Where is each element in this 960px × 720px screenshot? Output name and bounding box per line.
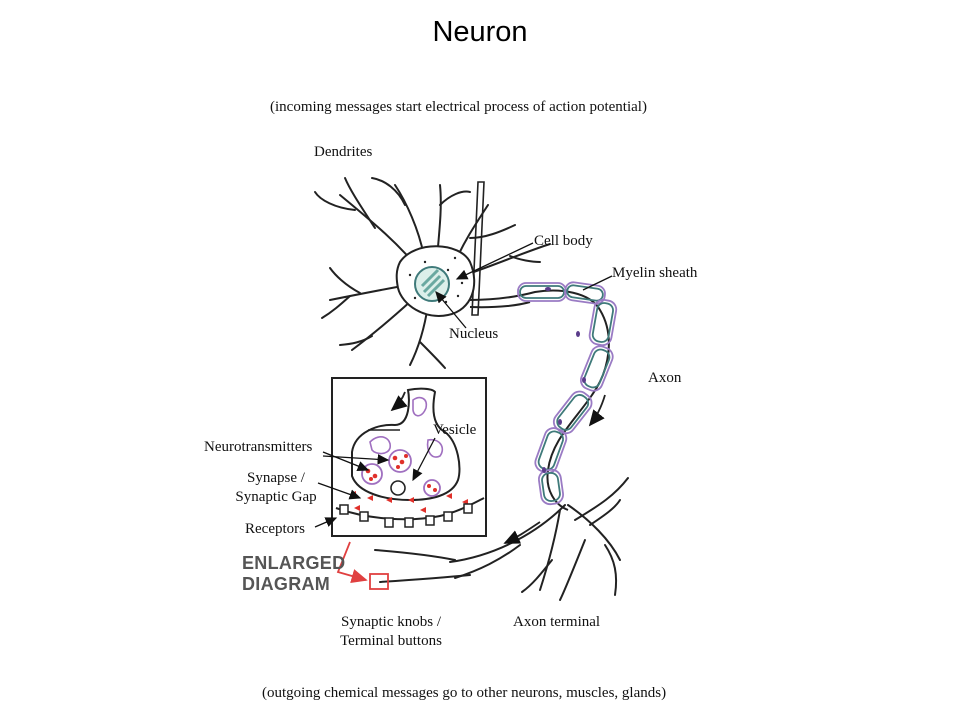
vesicle-outline-top bbox=[412, 396, 428, 417]
label-synaptic-knobs-line2: Terminal buttons bbox=[340, 633, 442, 649]
label-pointers bbox=[314, 242, 613, 528]
label-neurotransmitters: Neurotransmitters bbox=[204, 439, 313, 455]
caption-top: (incoming messages start electrical proc… bbox=[270, 99, 647, 115]
label-synapse: Synapse / Synaptic Gap bbox=[226, 469, 326, 507]
diagram-title: Neuron bbox=[432, 16, 528, 48]
label-enlarged-diagram: ENLARGED DIAGRAM bbox=[242, 553, 345, 595]
receptor-shapes bbox=[339, 503, 473, 528]
label-myelin-sheath: Myelin sheath bbox=[612, 265, 698, 281]
dendrite-stem bbox=[471, 181, 485, 316]
enlarged-region-marker bbox=[369, 573, 389, 590]
neurotransmitter-dots bbox=[365, 454, 437, 492]
label-enlarged-line1: ENLARGED bbox=[242, 553, 346, 573]
nucleus-hatch bbox=[420, 268, 446, 298]
vesicle-outline-left bbox=[369, 436, 391, 455]
label-receptors: Receptors bbox=[245, 521, 305, 537]
vesicle-outline-right bbox=[426, 438, 444, 458]
axon-line-lower bbox=[469, 301, 531, 309]
caption-bottom: (outgoing chemical messages go to other … bbox=[262, 685, 667, 701]
label-cell-body: Cell body bbox=[534, 233, 593, 249]
label-nucleus: Nucleus bbox=[449, 326, 499, 342]
label-synapse-line2: Synaptic Gap bbox=[235, 489, 317, 505]
schwann-nuclei bbox=[542, 287, 586, 473]
label-vesicle: Vesicle bbox=[433, 422, 477, 438]
label-synaptic-knobs-line1: Synaptic knobs / bbox=[341, 614, 441, 630]
label-axon-terminal: Axon terminal bbox=[513, 614, 601, 630]
enlarged-callout-arrow bbox=[336, 541, 368, 583]
label-enlarged-line2: DIAGRAM bbox=[242, 574, 331, 594]
label-synapse-line1: Synapse / bbox=[247, 470, 305, 486]
flow-arrows bbox=[390, 391, 606, 544]
label-axon: Axon bbox=[648, 370, 682, 386]
label-synaptic-knobs: Synaptic knobs / Terminal buttons bbox=[328, 613, 454, 651]
axon-terminal-branches bbox=[374, 477, 629, 601]
label-dendrites: Dendrites bbox=[314, 144, 373, 160]
